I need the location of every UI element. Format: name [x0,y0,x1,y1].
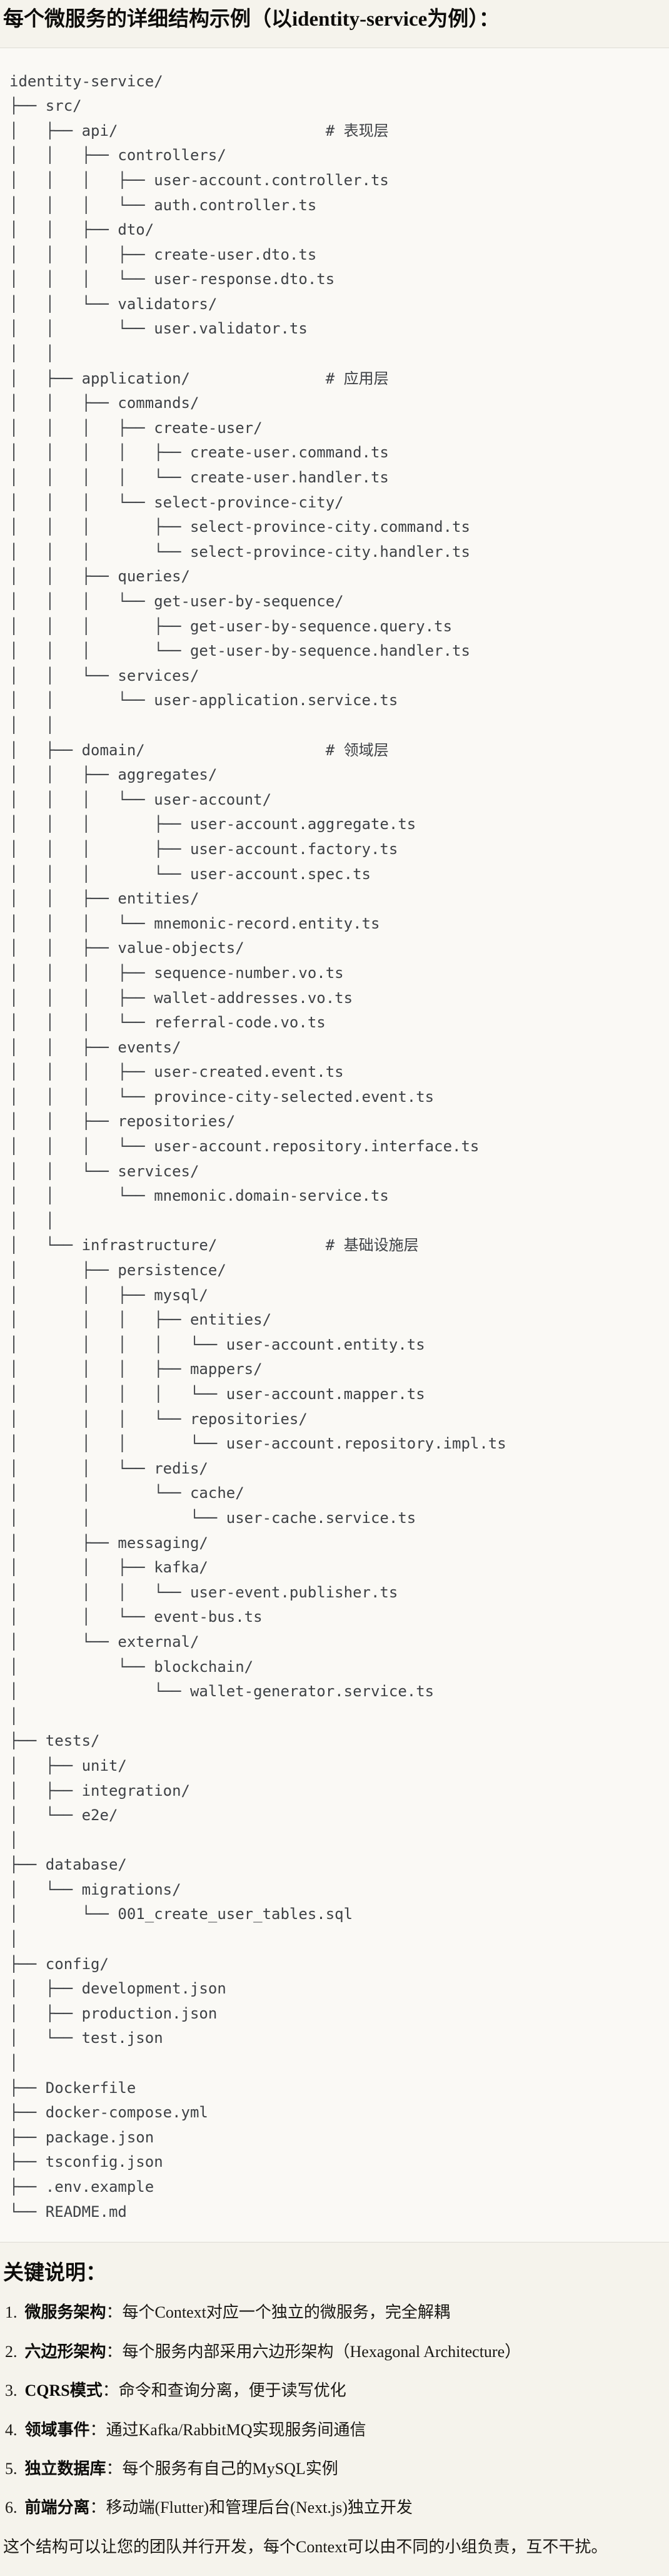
note-item-term: 微服务架构 [24,2303,106,2322]
note-item-text: ：每个服务内部采用六边形架构（Hexagonal Architecture） [106,2342,521,2361]
note-item: 2. 六边形架构：每个服务内部采用六边形架构（Hexagonal Architec… [5,2341,663,2363]
notes-list: 1. 微服务架构：每个Context对应一个独立的微服务，完全解耦 2. 六边形架构… [3,2301,663,2519]
note-item-text: ：通过Kafka/RabbitMQ实现服务间通信 [89,2420,366,2439]
notes-heading: 关键说明： [3,2262,106,2285]
doc-header: 每个微服务的详细结构示例（以identity-service为例）： [0,0,669,48]
note-item-text: ：每个Context对应一个独立的微服务，完全解耦 [106,2303,450,2322]
note-item-text: ：每个服务有自己的MySQL实例 [106,2459,338,2478]
closing-paragraph: 这个结构可以让您的团队并行开发，每个Context可以由不同的小组负责，互不干扰… [3,2537,608,2556]
note-item: 6. 前端分离：移动端(Flutter)和管理后台(Next.js)独立开发 [5,2497,663,2519]
note-item-term: 六边形架构 [24,2342,106,2361]
note-item: 5. 独立数据库：每个服务有自己的MySQL实例 [5,2458,663,2480]
note-item-text: ：移动端(Flutter)和管理后台(Next.js)独立开发 [89,2498,413,2517]
note-item: 3. CQRS模式：命令和查询分离，便于读写优化 [5,2380,663,2402]
note-item-text: ：命令和查询分离，便于读写优化 [102,2381,346,2400]
note-item-number: 4. [5,2420,18,2439]
note-item: 4. 领域事件：通过Kafka/RabbitMQ实现服务间通信 [5,2419,663,2441]
note-item-term: 独立数据库 [24,2459,106,2478]
note-item-term: CQRS模式 [24,2381,103,2400]
note-item-term: 前端分离 [24,2498,90,2517]
note-item-number: 6. [5,2498,18,2517]
note-item-number: 2. [5,2342,18,2361]
note-item-number: 3. [5,2381,18,2400]
directory-tree: identity-service/ ├── src/ │ ├── api/ # … [9,72,506,2221]
page-title: 每个微服务的详细结构示例（以identity-service为例）： [3,8,500,31]
code-block: identity-service/ ├── src/ │ ├── api/ # … [0,47,669,2243]
note-item-number: 1. [5,2303,18,2322]
note-item-number: 5. [5,2459,18,2478]
notes-section: 关键说明： 1. 微服务架构：每个Context对应一个独立的微服务，完全解耦 2… [0,2243,669,2568]
note-item-term: 领域事件 [24,2420,90,2439]
note-item: 1. 微服务架构：每个Context对应一个独立的微服务，完全解耦 [5,2301,663,2324]
